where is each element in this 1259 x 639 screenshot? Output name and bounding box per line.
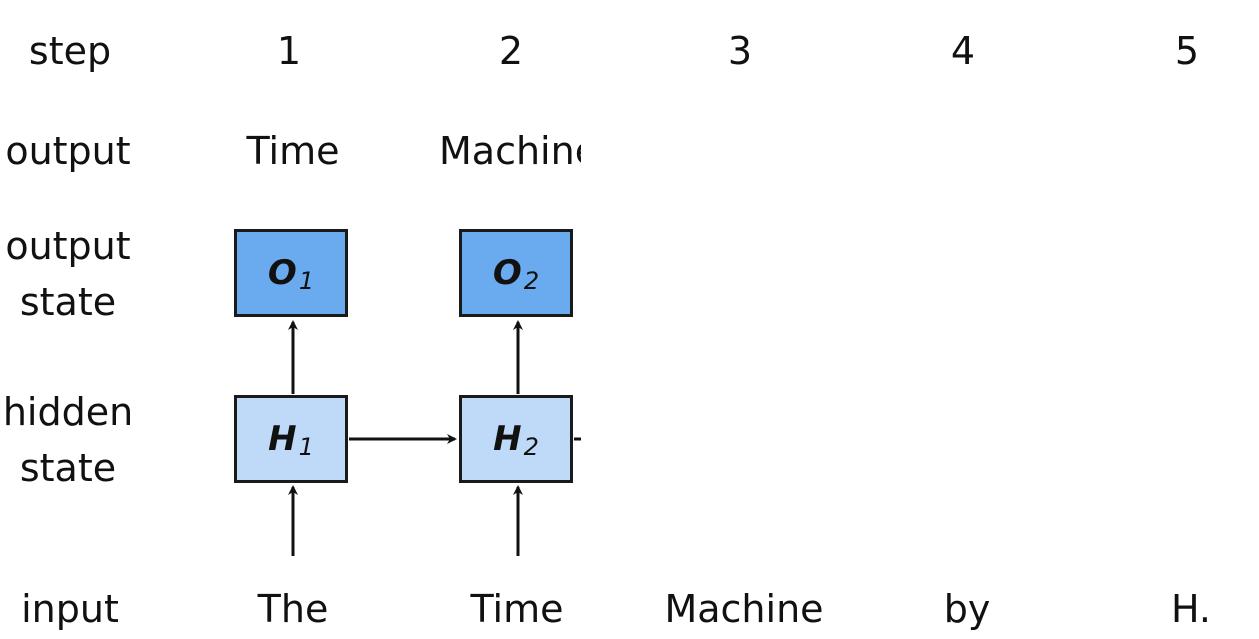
row-label-hidden-state-line2: state: [19, 446, 117, 490]
input-token: H.: [1171, 587, 1211, 631]
row-label-hidden-state: hidden state: [0, 384, 138, 496]
hidden-state-symbol: H: [268, 419, 297, 459]
input-token: The: [257, 587, 329, 631]
row-label-input: input: [21, 587, 119, 631]
output-state-index: 2: [523, 267, 540, 295]
row-label-output-state-line1: output: [5, 224, 131, 268]
row-label-output-state-line2: state: [19, 280, 117, 324]
step-number: 3: [727, 29, 753, 73]
input-token: Time: [470, 587, 564, 631]
step-number: 5: [1174, 29, 1200, 73]
output-token: Time: [246, 129, 340, 173]
hidden-state-symbol: H: [493, 419, 522, 459]
row-label-output: output: [5, 129, 131, 173]
arrows-layer: [288, 320, 581, 556]
hidden-state-index: 1: [298, 433, 314, 461]
output-state-index: 1: [298, 267, 315, 295]
output-state-symbol: O: [267, 253, 297, 293]
row-label-output-state: output state: [0, 218, 138, 330]
output-token: Machine: [439, 129, 581, 173]
step-number: 4: [950, 29, 976, 73]
revealed-region: Time Machine O1 O2 H1 H2: [0, 0, 581, 639]
hidden-state-index: 2: [523, 433, 539, 461]
input-token: by: [943, 587, 991, 631]
row-label-step: step: [28, 29, 112, 73]
input-token: Machine: [664, 587, 824, 631]
step-number: 2: [498, 29, 524, 73]
output-state-symbol: O: [492, 253, 522, 293]
row-label-hidden-state-line1: hidden: [2, 390, 134, 434]
step-number: 1: [276, 29, 302, 73]
